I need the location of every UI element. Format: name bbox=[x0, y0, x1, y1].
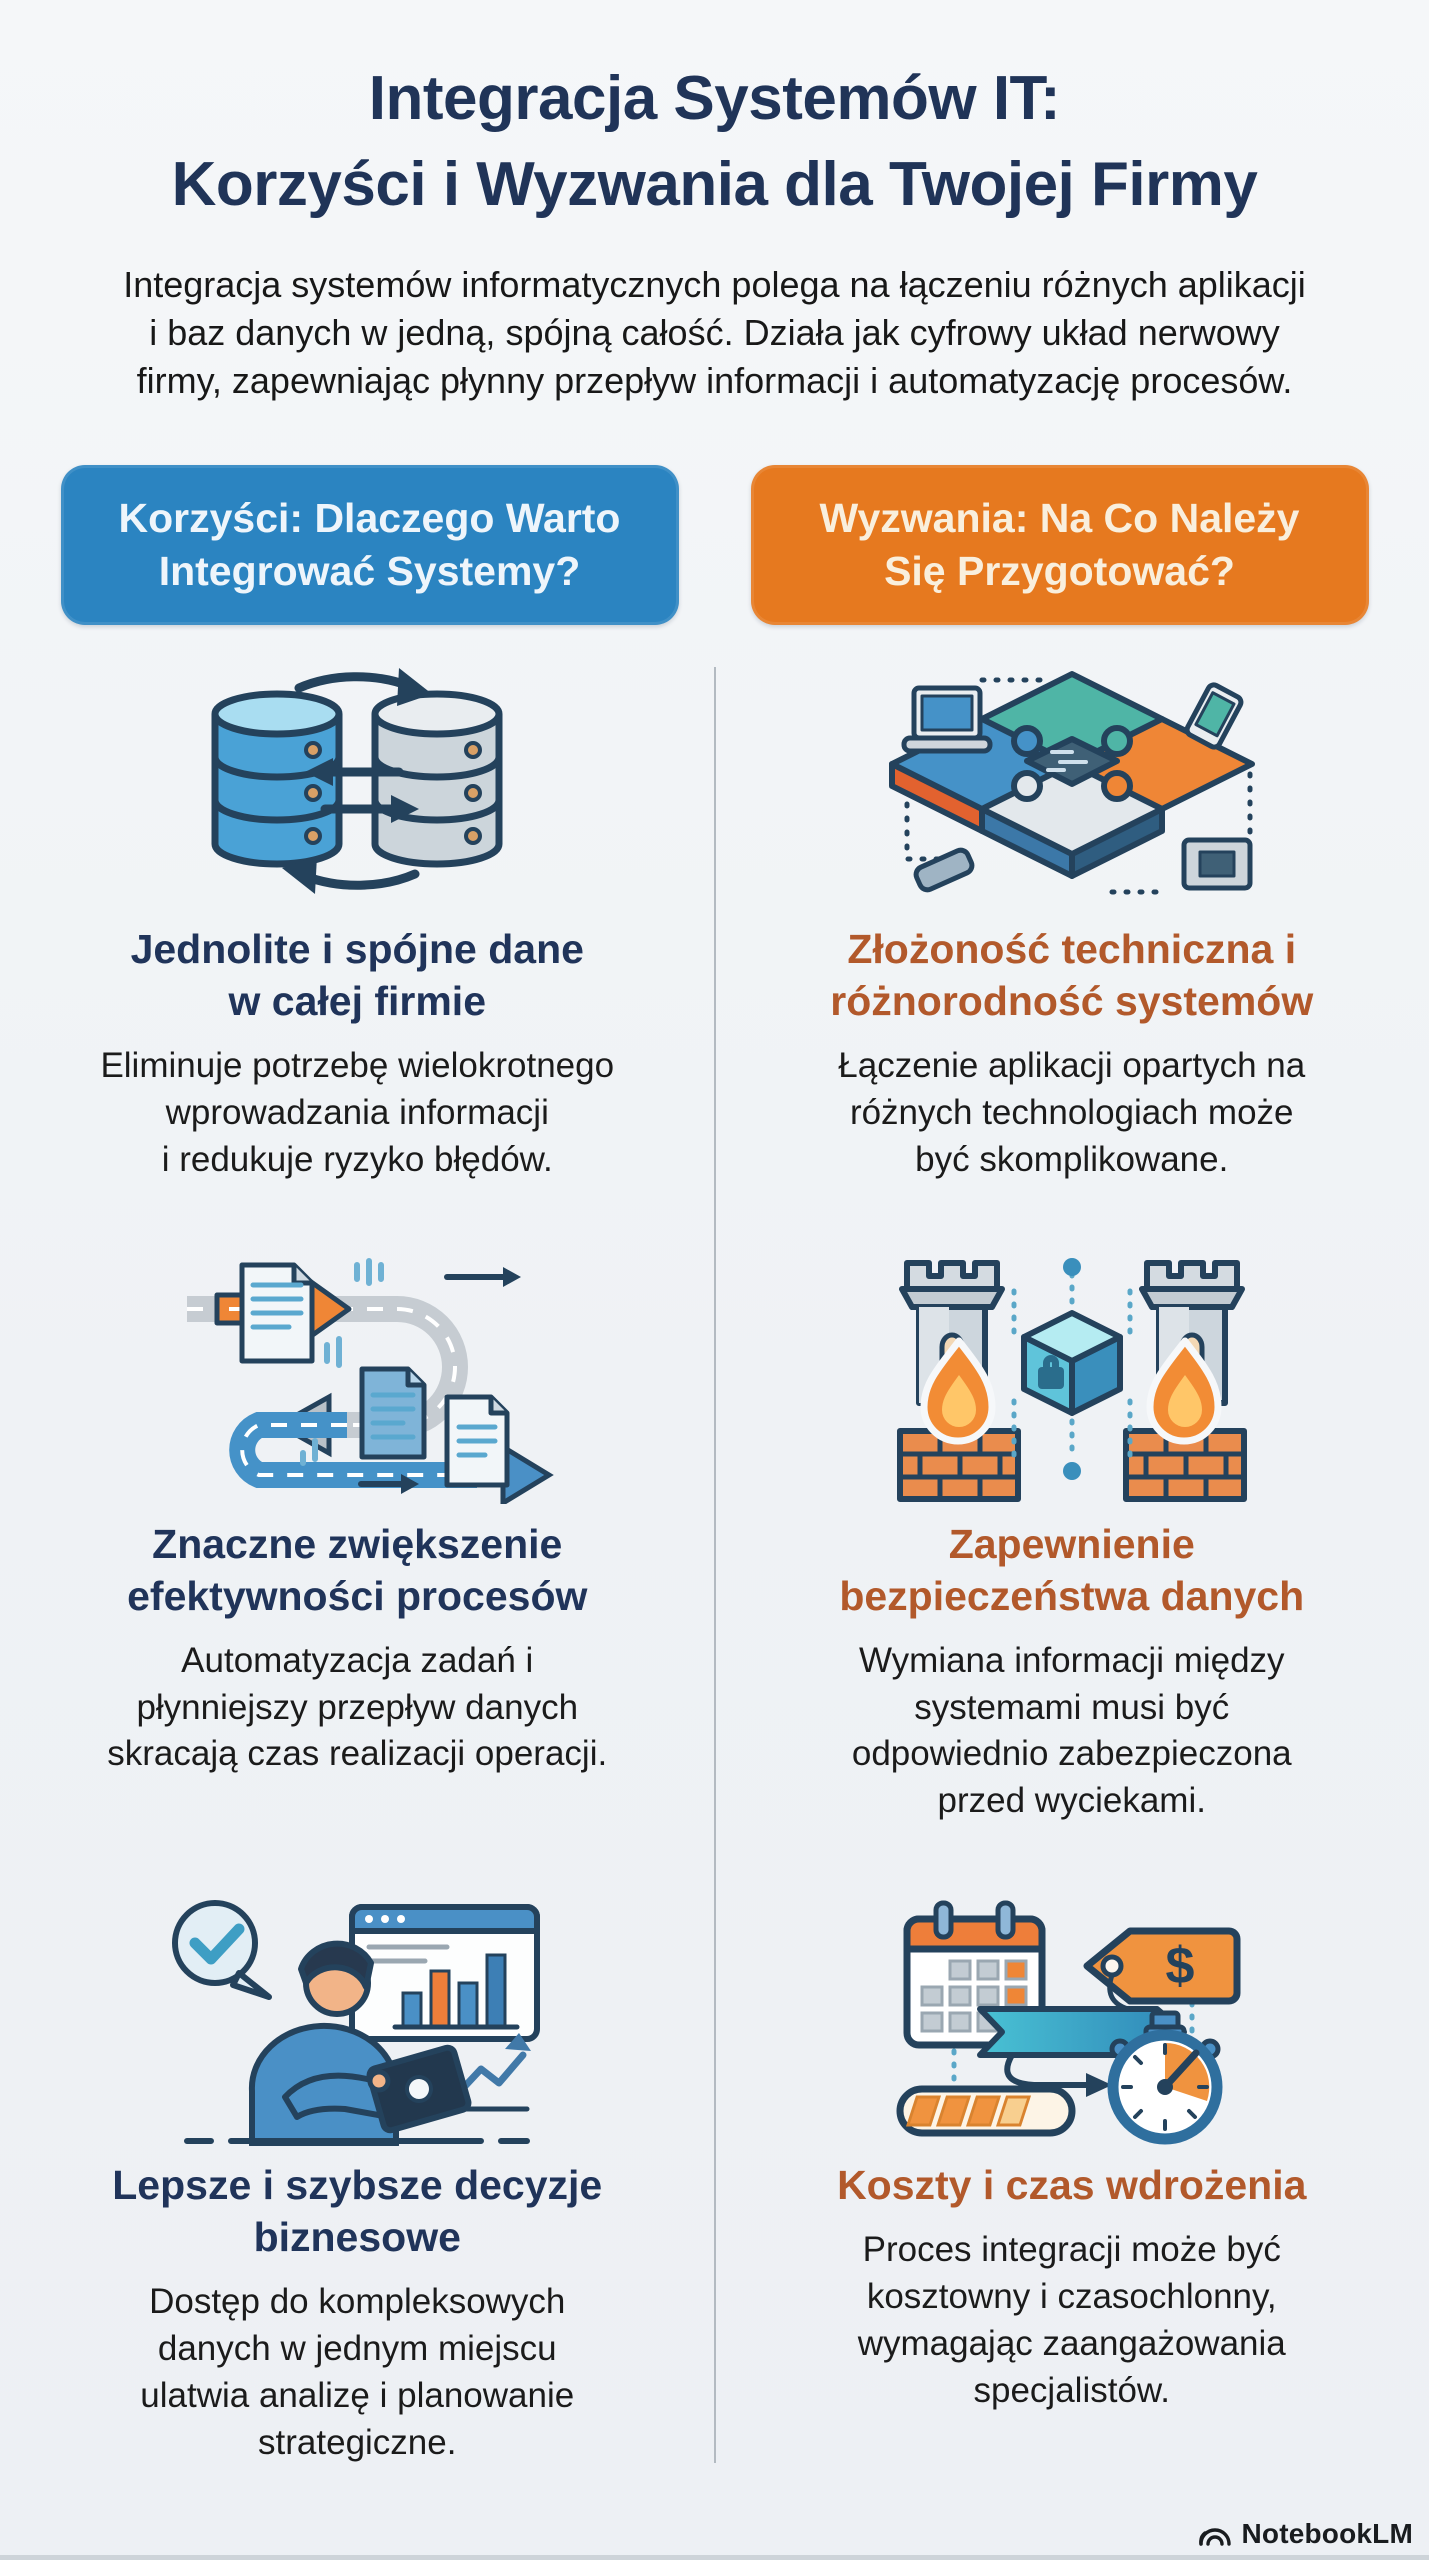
cost-time-icon: $ bbox=[862, 1889, 1282, 2147]
two-column-content: Jednolite i spójne dane w całej firmie E… bbox=[0, 653, 1429, 2467]
challenge-text-1: Łączenie aplikacji opartych na różnych t… bbox=[838, 1045, 1306, 1179]
benefit-item-3: Lepsze i szybsze decyzje biznesowe Dostę… bbox=[0, 1889, 715, 2467]
challenges-header-banner: Wyzwania: Na Co Należy Się Przygotować? bbox=[750, 464, 1369, 625]
benefit-text-3: Dostęp do kompleksowych danych w jednym … bbox=[140, 2282, 575, 2462]
header: Integracja Systemów IT: Korzyści i Wyzwa… bbox=[0, 0, 1429, 405]
challenge-heading-1: Złożoność techniczna i różnorodność syst… bbox=[830, 925, 1314, 1024]
column-divider bbox=[713, 666, 716, 2463]
benefit-heading-3: Lepsze i szybsze decyzje biznesowe bbox=[112, 2162, 603, 2261]
notebooklm-branding: NotebookLM bbox=[1198, 2518, 1413, 2550]
firewall-towers-icon bbox=[862, 1248, 1282, 1506]
database-sync-icon bbox=[147, 653, 567, 911]
puzzle-systems-icon bbox=[862, 653, 1282, 911]
benefit-text-1: Eliminuje potrzebę wielokrotnego wprowad… bbox=[100, 1045, 615, 1179]
challenge-item-1: Złożoność techniczna i różnorodność syst… bbox=[715, 653, 1429, 1184]
benefit-text-2: Automatyzacja zadań i płynniejszy przepł… bbox=[107, 1640, 608, 1774]
benefit-heading-1: Jednolite i spójne dane w całej firmie bbox=[130, 925, 584, 1024]
svg-text:$: $ bbox=[1165, 1937, 1194, 1995]
benefit-item-1: Jednolite i spójne dane w całej firmie E… bbox=[0, 653, 715, 1184]
firewall-towers-icon bbox=[896, 1258, 1247, 1503]
cost-time-icon: $ bbox=[896, 1900, 1241, 2145]
benefits-header-banner: Korzyści: Dlaczego Warto Integrować Syst… bbox=[60, 464, 679, 625]
analyst-tablet-icon bbox=[147, 1889, 567, 2147]
page-title: Integracja Systemów IT: Korzyści i Wyzwa… bbox=[171, 64, 1258, 219]
challenge-item-3: $ bbox=[715, 1889, 1429, 2467]
benefit-item-2: Znaczne zwiększenie efektywności procesó… bbox=[0, 1248, 715, 1826]
notebooklm-logo-icon bbox=[1199, 2528, 1232, 2546]
section-headers: Korzyści: Dlaczego Warto Integrować Syst… bbox=[0, 464, 1429, 625]
analyst-tablet-icon bbox=[172, 1899, 541, 2146]
challenge-heading-2: Zapewnienie bezpieczeństwa danych bbox=[839, 1520, 1305, 1619]
process-flow-icon bbox=[187, 1258, 555, 1505]
intro-paragraph: Integracja systemów informatycznych pole… bbox=[123, 264, 1306, 401]
puzzle-systems-icon bbox=[888, 671, 1255, 895]
database-sync-icon bbox=[211, 668, 503, 895]
benefit-heading-2: Znaczne zwiększenie efektywności procesó… bbox=[127, 1520, 588, 1619]
process-flow-icon bbox=[147, 1248, 567, 1506]
challenge-item-2: Zapewnienie bezpieczeństwa danych Wymian… bbox=[715, 1248, 1429, 1826]
challenge-text-3: Proces integracji może być kosztowny i c… bbox=[857, 2230, 1286, 2410]
challenge-text-2: Wymiana informacji między systemami musi… bbox=[851, 1640, 1292, 1821]
notebooklm-wordmark: NotebookLM bbox=[1241, 2518, 1413, 2549]
challenge-heading-3: Koszty i czas wdrożenia bbox=[837, 2162, 1307, 2209]
